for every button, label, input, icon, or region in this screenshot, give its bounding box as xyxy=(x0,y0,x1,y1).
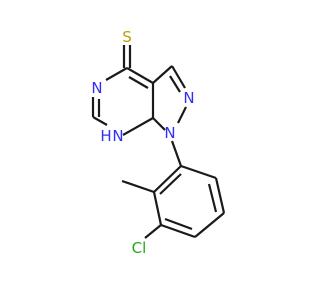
atom-cl: Cl xyxy=(132,239,147,257)
bond-ar4-ar5-inner xyxy=(164,217,193,231)
bond-ar5-ar6 xyxy=(152,191,163,226)
bond-ar6-ar1 xyxy=(153,165,182,193)
bond-ar2-ar3 xyxy=(214,177,226,214)
bond-c-cl xyxy=(144,224,162,239)
bond-c3-n2-2 xyxy=(169,75,181,93)
molecule-structure-drawing: S N N N N H Cl xyxy=(91,28,226,257)
bond-c3a-c4-2 xyxy=(128,76,149,89)
atom-n7: N xyxy=(112,127,123,145)
bond-c4-n5 xyxy=(105,67,128,81)
atom-n2: N xyxy=(183,89,194,107)
bond-ar2-ar3-inner xyxy=(207,183,218,213)
bond-ar6-ar1-inner xyxy=(159,173,182,195)
bond-n1-aryl xyxy=(170,140,183,167)
bond-ar3-ar4 xyxy=(194,212,225,238)
bond-lines xyxy=(91,45,226,239)
bond-methyl xyxy=(121,179,155,194)
bond-c6-n7 xyxy=(92,116,108,126)
atom-s: S xyxy=(122,28,132,46)
atom-n1: N xyxy=(164,124,175,142)
atom-n5: N xyxy=(91,79,102,97)
bond-c3-n2 xyxy=(171,65,186,89)
bond-ar1-ar2 xyxy=(180,164,217,180)
bond-c3a-c3 xyxy=(152,65,173,84)
atom-labels: S N N N N H Cl xyxy=(91,28,194,257)
bond-n1-c7a xyxy=(152,117,166,131)
bond-c3a-c4 xyxy=(126,67,154,84)
bond-n2-n1 xyxy=(177,106,187,124)
atom-h7: H xyxy=(100,127,111,145)
bond-ar4-ar5 xyxy=(160,223,196,239)
bond-n7-c7a xyxy=(122,117,154,136)
